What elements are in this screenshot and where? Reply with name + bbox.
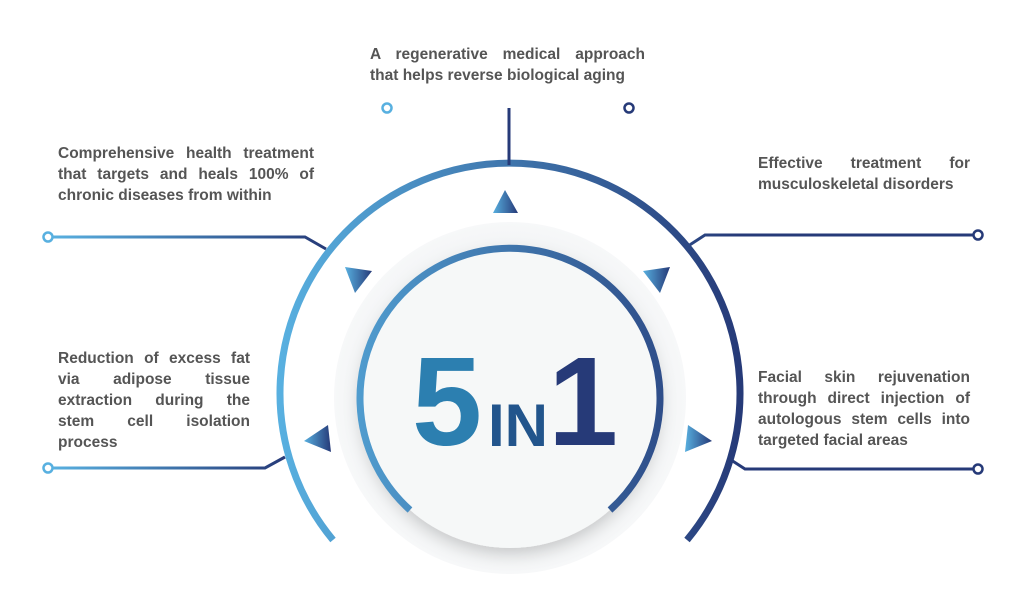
item-top-text: A regenerative medical approach that hel… bbox=[370, 46, 645, 84]
node-dot bbox=[42, 231, 54, 243]
svg-text:IN: IN bbox=[488, 392, 548, 459]
connector-right-top bbox=[684, 233, 974, 250]
triangle-icon bbox=[304, 425, 331, 452]
svg-text:5: 5 bbox=[412, 331, 482, 472]
connector-left-bottom bbox=[52, 455, 286, 470]
item-left-top-text: Comprehensive health treatment that targ… bbox=[58, 145, 314, 204]
five-in-one-logo: 5 IN 1 bbox=[412, 331, 618, 472]
triangle-icon bbox=[493, 190, 518, 213]
item-left-bottom-text: Reduction of excess fat via adipose tiss… bbox=[58, 350, 250, 451]
triangle-icon bbox=[345, 267, 372, 293]
triangle-icon bbox=[685, 425, 712, 452]
node-dot bbox=[42, 462, 54, 474]
item-right-bottom-text: Facial skin rejuvenation through direct … bbox=[758, 369, 970, 449]
node-dot bbox=[623, 102, 635, 114]
node-dot bbox=[972, 463, 984, 475]
inner-disc bbox=[360, 248, 660, 548]
connector-left-top bbox=[52, 235, 327, 251]
node-dot bbox=[381, 102, 393, 114]
inner-ring bbox=[356, 244, 664, 513]
triangle-icon bbox=[643, 267, 670, 293]
svg-text:1: 1 bbox=[548, 331, 618, 472]
item-right-top-text: Effective treatment for musculoskeletal … bbox=[758, 155, 970, 193]
connector-right-bottom bbox=[727, 456, 974, 471]
node-dot bbox=[972, 229, 984, 241]
